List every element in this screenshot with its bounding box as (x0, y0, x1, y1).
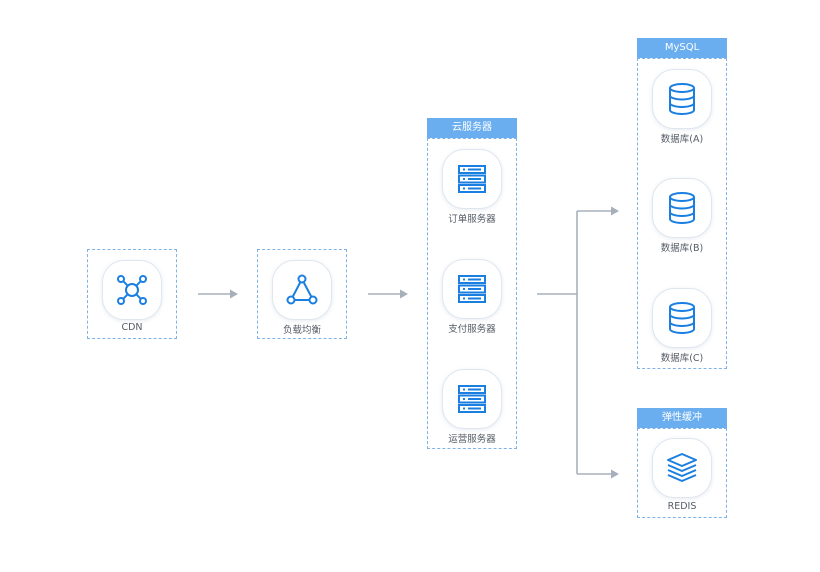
database-b-label: 数据库(B) (660, 243, 704, 254)
database-c-label: 数据库(C) (660, 353, 704, 364)
database-c-node[interactable] (652, 288, 712, 348)
load-balancer-node[interactable] (272, 260, 332, 320)
payment-server-label: 支付服务器 (448, 324, 496, 335)
elastic-cache-title: 弹性缓冲 (637, 408, 727, 428)
triangle-nodes-icon (286, 274, 318, 305)
cdn-label: CDN (121, 322, 143, 333)
database-icon (669, 192, 695, 224)
load-balancer-label: 负载均衡 (282, 325, 321, 336)
network-icon (117, 275, 147, 305)
arrowhead-lb (230, 289, 238, 299)
ops-server-label: 运营服务器 (448, 434, 496, 445)
database-a-label: 数据库(A) (660, 134, 704, 145)
database-icon (669, 83, 695, 115)
database-a-node[interactable] (652, 69, 712, 129)
order-server-label: 订单服务器 (448, 214, 496, 225)
redis-node[interactable] (652, 438, 712, 498)
ops-server-node[interactable] (442, 369, 502, 429)
cdn-node[interactable] (102, 260, 162, 320)
cloud-servers-title: 云服务器 (427, 118, 517, 138)
database-b-node[interactable] (652, 178, 712, 238)
redis-label: REDIS (667, 501, 697, 512)
layers-stack-icon (667, 453, 697, 482)
mysql-title: MySQL (637, 38, 727, 58)
arrowhead-mysql (611, 206, 619, 216)
server-rack-icon (458, 275, 486, 303)
database-icon (669, 302, 695, 334)
server-rack-icon (458, 165, 486, 193)
arrowhead-cloud (400, 289, 408, 299)
order-server-node[interactable] (442, 149, 502, 209)
payment-server-node[interactable] (442, 259, 502, 319)
server-rack-icon (458, 385, 486, 413)
arrowhead-cache (611, 469, 619, 479)
